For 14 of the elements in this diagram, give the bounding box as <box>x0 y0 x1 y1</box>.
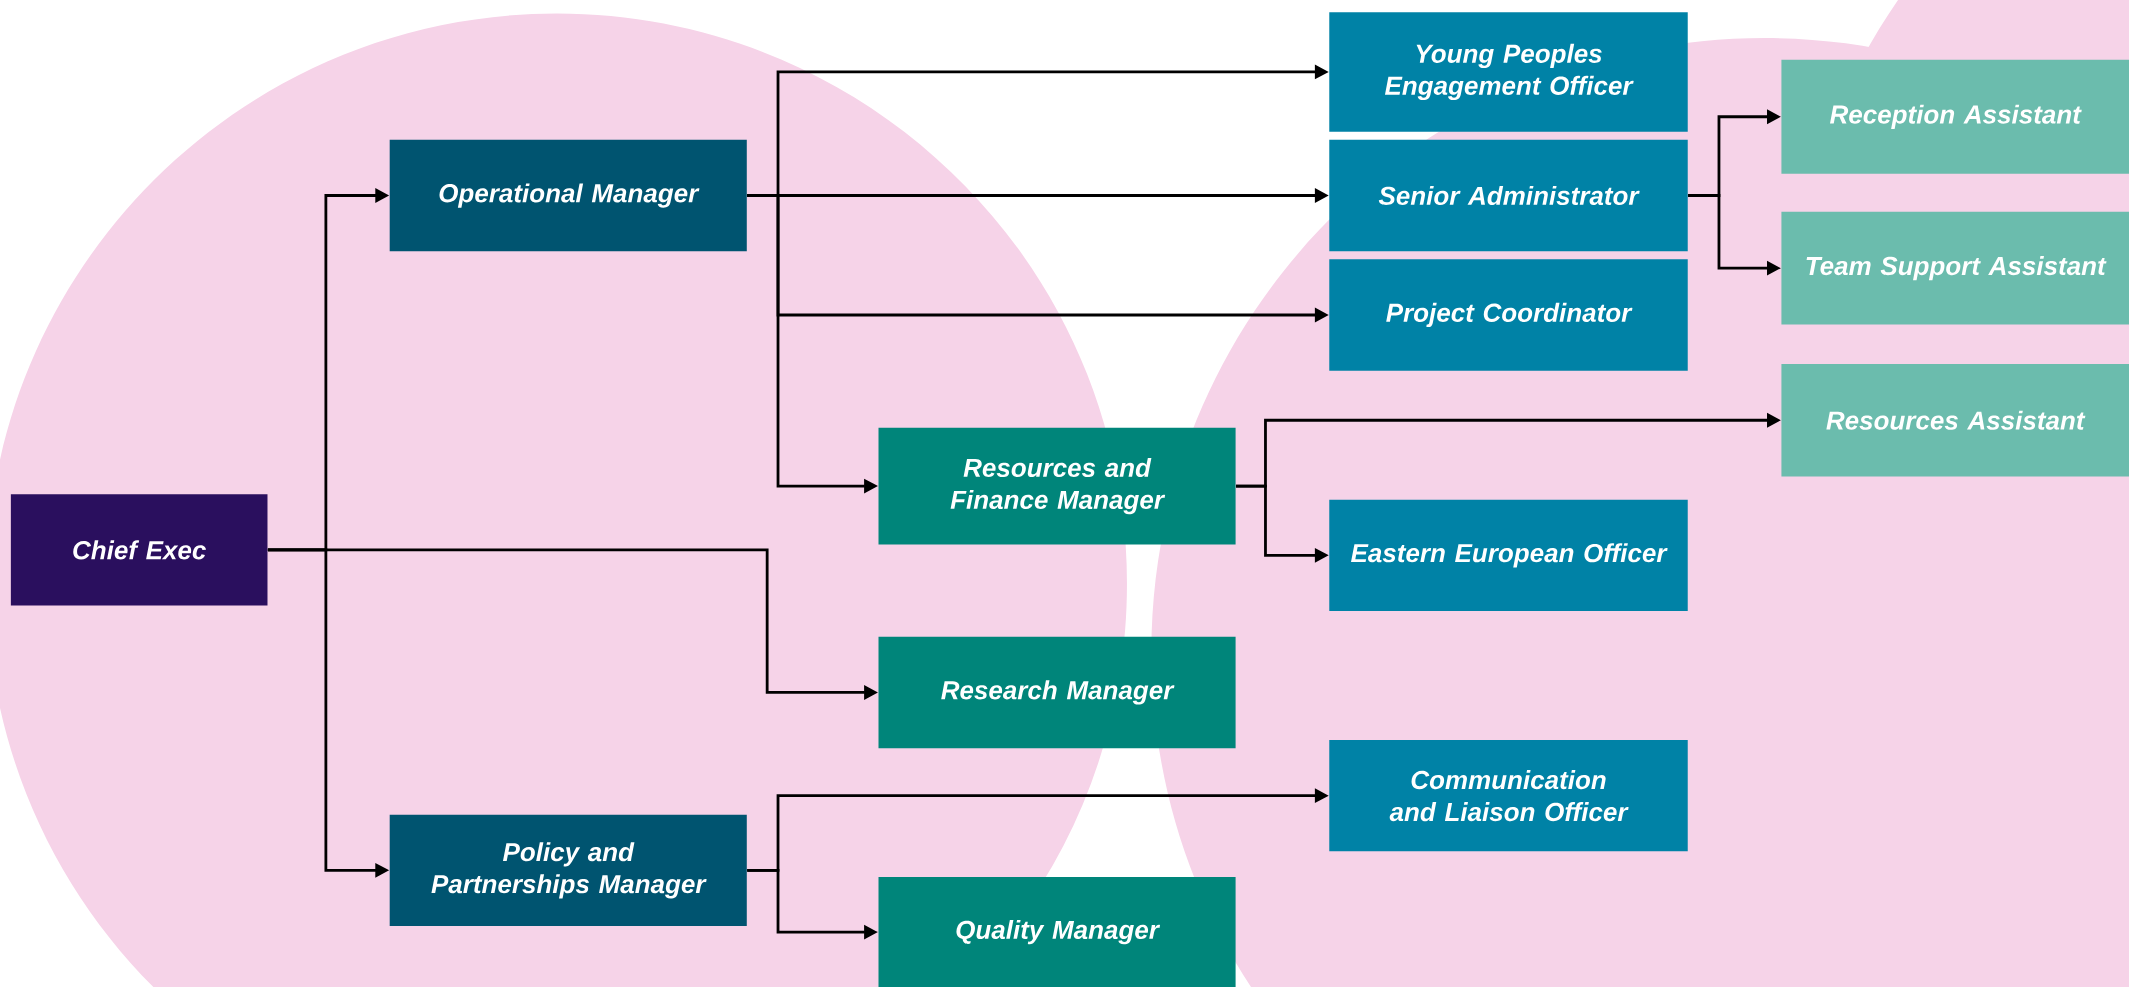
position-box: Quality Manager <box>878 877 1236 987</box>
position-box: Communication and Liaison Officer <box>1329 739 1688 852</box>
position-box: Policy and Partnerships Manager <box>389 814 747 926</box>
position-box: Resources Assistant <box>1781 363 2129 477</box>
position-box: Chief Exec <box>10 494 268 606</box>
position-box: Young Peoples Engagement Officer <box>1329 12 1688 132</box>
position-box: Team Support Assistant <box>1781 211 2129 325</box>
position-box: Reception Assistant <box>1781 59 2129 174</box>
position-box: Research Manager <box>878 636 1236 749</box>
position-box: Senior Administrator <box>1329 139 1688 252</box>
position-box: Eastern European Officer <box>1329 499 1688 611</box>
position-box: Resources and Finance Manager <box>878 427 1236 545</box>
position-box: Operational Manager <box>389 139 747 252</box>
position-box: Project Coordinator <box>1329 259 1688 371</box>
